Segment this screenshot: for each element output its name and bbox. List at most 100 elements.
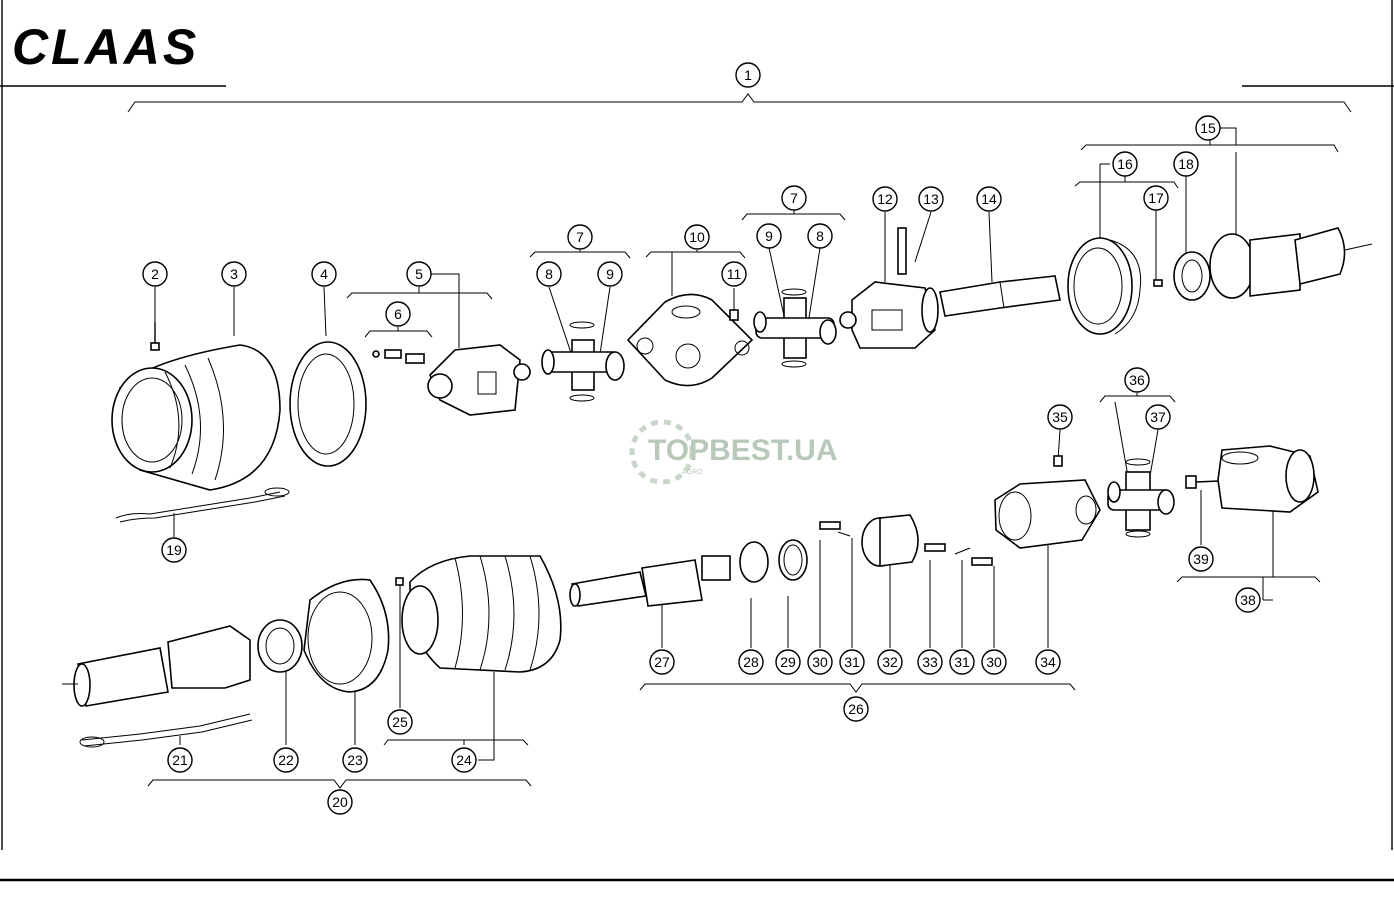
svg-text:1: 1 (744, 67, 752, 83)
part-yoke-12 (839, 281, 939, 349)
part-chain-19 (115, 487, 290, 523)
part-ring-22 (257, 619, 303, 673)
svg-text:8: 8 (816, 228, 824, 244)
callout-32: 32 (877, 649, 903, 675)
callout-5: 5 (406, 261, 432, 287)
part-yoke-34 (994, 455, 1101, 549)
callout-9b: 9 (756, 223, 782, 249)
callout-31a: 31 (839, 649, 865, 675)
callout-3: 3 (221, 261, 247, 287)
svg-text:16: 16 (1117, 156, 1133, 172)
brackets (127, 93, 1352, 789)
part-cone-23 (303, 578, 390, 693)
callout-12: 12 (872, 186, 898, 212)
svg-text:8: 8 (545, 266, 553, 282)
part-cross-left (541, 321, 625, 402)
svg-text:3: 3 (230, 266, 238, 282)
callout-30b: 30 (981, 649, 1007, 675)
part-screw-2 (150, 322, 160, 351)
svg-text:20: 20 (332, 794, 348, 810)
svg-text:36: 36 (1129, 372, 1145, 388)
watermark-text: TOPBEST.UA (648, 434, 837, 467)
svg-text:33: 33 (922, 654, 938, 670)
svg-text:9: 9 (765, 228, 773, 244)
svg-text:35: 35 (1052, 409, 1068, 425)
callout-6: 6 (385, 301, 411, 327)
svg-text:12: 12 (877, 191, 893, 207)
part-flange-10 (626, 293, 754, 387)
callout-19: 19 (161, 537, 187, 563)
callout-23: 23 (342, 747, 368, 773)
svg-text:11: 11 (727, 266, 742, 282)
svg-text:32: 32 (882, 654, 898, 670)
part-cone-16 (1067, 237, 1142, 335)
svg-text:25: 25 (392, 714, 408, 730)
callout-31b: 31 (949, 649, 975, 675)
part-cross-right (753, 288, 837, 368)
part-keys-30-31 (819, 521, 993, 566)
callout-28: 28 (738, 649, 764, 675)
part-hub-32 (861, 514, 919, 567)
watermark-sub: AGRO (682, 469, 703, 476)
svg-text:6: 6 (394, 306, 402, 322)
part-cross-36 (1107, 458, 1175, 538)
callout-15: 15 (1195, 115, 1221, 141)
callout-30a: 30 (807, 649, 833, 675)
part-yoke-38 (1217, 445, 1319, 513)
callout-29: 29 (775, 649, 801, 675)
claas-logo: CLAAS (12, 19, 199, 75)
svg-text:17: 17 (1148, 190, 1164, 206)
svg-text:30: 30 (986, 654, 1002, 670)
callout-2: 2 (142, 261, 168, 287)
callout-8b: 8 (807, 223, 833, 249)
svg-text:13: 13 (923, 191, 939, 207)
callout-22: 22 (273, 747, 299, 773)
callout-14: 14 (976, 186, 1002, 212)
callout-9a: 9 (597, 261, 623, 287)
parts (62, 227, 1373, 748)
callout-21: 21 (167, 747, 193, 773)
svg-text:4: 4 (320, 266, 328, 282)
svg-text:5: 5 (415, 266, 423, 282)
part-rings-28-29 (739, 539, 808, 583)
svg-text:14: 14 (981, 191, 997, 207)
callout-1: 1 (735, 62, 761, 88)
callout-39: 39 (1188, 546, 1214, 572)
part-cone-3 (111, 344, 281, 491)
svg-text:39: 39 (1193, 551, 1209, 567)
callout-8a: 8 (536, 261, 562, 287)
callout-36: 36 (1124, 367, 1150, 393)
part-chain-21 (79, 713, 253, 748)
svg-text:18: 18 (1178, 156, 1194, 172)
svg-text:27: 27 (654, 654, 670, 670)
svg-text:15: 15 (1200, 120, 1216, 136)
callout-16: 16 (1112, 151, 1138, 177)
part-ring-4 (289, 341, 367, 467)
callout-34: 34 (1035, 649, 1061, 675)
svg-text:30: 30 (812, 654, 828, 670)
svg-text:37: 37 (1150, 409, 1166, 425)
svg-text:7: 7 (576, 229, 584, 245)
svg-text:22: 22 (278, 752, 294, 768)
svg-text:24: 24 (456, 752, 472, 768)
callout-24: 24 (451, 747, 477, 773)
svg-text:19: 19 (166, 542, 182, 558)
callout-26: 26 (843, 696, 869, 722)
svg-text:2: 2 (151, 266, 159, 282)
part-yoke-5 (427, 344, 531, 416)
part-ring-18 (1173, 251, 1211, 301)
part-pin-13 (897, 227, 907, 275)
callout-18: 18 (1173, 151, 1199, 177)
part-pins-6 (372, 349, 425, 364)
svg-text:21: 21 (172, 752, 188, 768)
part-guard-15 (1209, 227, 1373, 299)
svg-text:34: 34 (1040, 654, 1056, 670)
svg-text:38: 38 (1240, 592, 1256, 608)
callout-38: 38 (1235, 587, 1261, 613)
svg-text:9: 9 (606, 266, 614, 282)
svg-text:23: 23 (347, 752, 363, 768)
callout-4: 4 (311, 261, 337, 287)
